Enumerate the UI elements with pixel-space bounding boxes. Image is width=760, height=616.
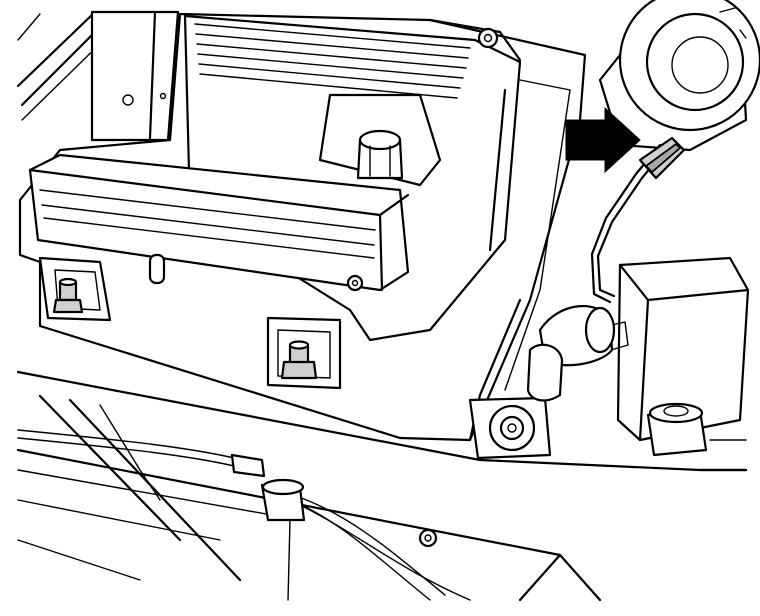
housing-screw [477,27,499,49]
lower-wire-harness [17,429,471,601]
lower-right-bracket [589,256,750,457]
ground-cable [590,136,686,304]
frame-hole [418,528,438,548]
left-mounting-nut [52,298,84,314]
connector-latch [148,253,166,285]
center-mounting-nut [280,360,318,380]
lower-right-detail [698,439,748,472]
housing-bolt [318,93,442,187]
ecu-connector [28,153,410,292]
plate-hole [122,94,134,106]
left-mounting-tab [38,256,112,322]
support-plate [90,10,180,142]
indicator-arrow [565,106,641,174]
right-bracket-ear [468,396,552,460]
hose-fitting [526,305,616,402]
ground-ring-component [598,0,760,152]
wire-sleeve [230,453,266,478]
center-mounting-tab [266,316,342,390]
ring-inner [645,12,745,112]
